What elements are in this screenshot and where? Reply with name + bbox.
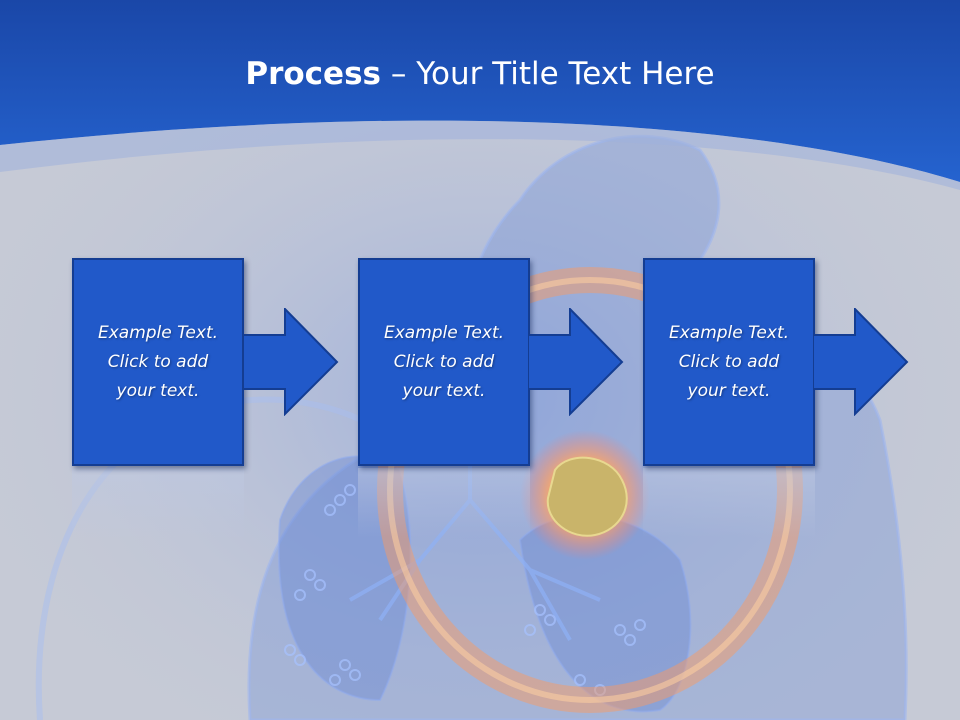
- step-text-line: Example Text.: [383, 322, 505, 343]
- step-text: Example Text. Click to add your text.: [369, 319, 519, 406]
- box-reflection: [358, 468, 530, 538]
- step-text-line: your text.: [116, 380, 200, 401]
- step-text-line: Click to add: [393, 351, 495, 372]
- step-text: Example Text. Click to add your text.: [83, 319, 233, 406]
- right-arrow-icon: [813, 308, 909, 416]
- box-reflection: [72, 468, 244, 538]
- right-arrow-icon: [243, 308, 339, 416]
- title-bold-text: Process: [245, 56, 381, 92]
- right-arrow-icon: [528, 308, 624, 416]
- step-text-line: Example Text.: [97, 322, 219, 343]
- title-text: – Your Title Text Here: [381, 56, 715, 92]
- step-text-line: Example Text.: [668, 322, 790, 343]
- process-step-box[interactable]: Example Text. Click to add your text.: [72, 258, 244, 466]
- step-text: Example Text. Click to add your text.: [654, 319, 804, 406]
- step-text-line: Click to add: [678, 351, 780, 372]
- box-reflection: [643, 468, 815, 538]
- step-text-line: Click to add: [107, 351, 209, 372]
- process-step-box[interactable]: Example Text. Click to add your text.: [643, 258, 815, 466]
- process-step-box[interactable]: Example Text. Click to add your text.: [358, 258, 530, 466]
- slide-title[interactable]: Process – Your Title Text Here: [0, 52, 960, 96]
- step-text-line: your text.: [402, 380, 486, 401]
- step-text-line: your text.: [687, 380, 771, 401]
